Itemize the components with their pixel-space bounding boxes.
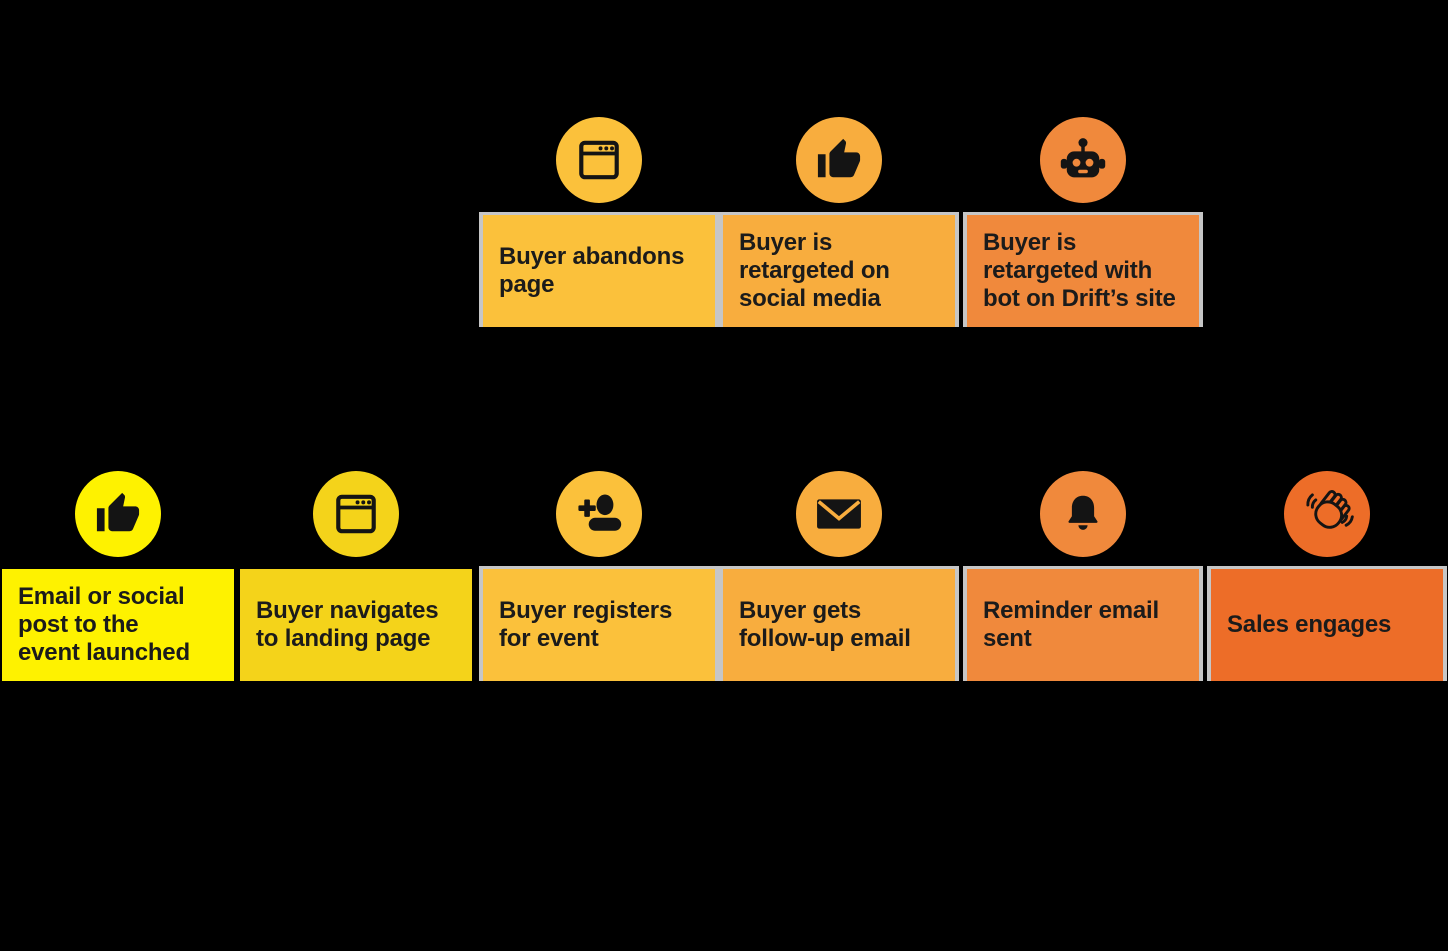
browser-window-icon [336, 494, 376, 534]
step-box: Buyer is retargeted with bot on Drift’s … [967, 215, 1199, 327]
step-box-backing: Buyer gets follow-up email [719, 566, 959, 681]
step-box: Sales engages [1211, 569, 1443, 681]
step-box-backing: Reminder email sent [963, 566, 1203, 681]
step-label: Email or social post to the event launch… [18, 583, 190, 666]
step-sales-engages: Sales engages [1207, 471, 1447, 681]
step-label: Buyer abandons page [499, 243, 685, 298]
person-add-icon [578, 494, 622, 531]
step-icon-badge [1040, 117, 1126, 203]
step-icon-badge [1040, 471, 1126, 557]
step-box: Email or social post to the event launch… [2, 569, 234, 681]
step-box-backing: Buyer is retargeted with bot on Drift’s … [963, 212, 1203, 327]
step-box-backing: Buyer abandons page [479, 212, 719, 327]
thumbs-up-icon [817, 138, 861, 178]
step-box: Reminder email sent [967, 569, 1199, 681]
step-label: Buyer gets follow-up email [739, 597, 911, 652]
step-label: Sales engages [1227, 611, 1392, 638]
step-icon-badge [796, 117, 882, 203]
step-box-backing: Buyer registers for event [479, 566, 719, 681]
step-icon-badge [1284, 471, 1370, 557]
step-icon-badge [556, 471, 642, 557]
step-retargeted-social: Buyer is retargeted on social media [719, 117, 959, 327]
bell-icon [1068, 495, 1098, 530]
step-icon-badge [75, 471, 161, 557]
step-icon-badge [313, 471, 399, 557]
step-retargeted-bot: Buyer is retargeted with bot on Drift’s … [963, 117, 1203, 327]
step-label: Buyer registers for event [499, 597, 673, 652]
step-followup-email: Buyer gets follow-up email [719, 471, 959, 681]
thumbs-up-icon [96, 492, 140, 532]
step-buyer-abandons-page: Buyer abandons page [479, 117, 719, 327]
step-box-backing: Buyer is retargeted on social media [719, 212, 959, 327]
step-icon-badge [556, 117, 642, 203]
waving-hand-icon [1306, 490, 1354, 529]
step-label: Buyer is retargeted on social media [739, 229, 890, 312]
step-label: Buyer is retargeted with bot on Drift’s … [983, 229, 1176, 312]
step-reminder-email: Reminder email sent [963, 471, 1203, 681]
step-label: Reminder email sent [983, 597, 1159, 652]
step-box: Buyer navigates to landing page [240, 569, 472, 681]
step-buyer-navigates: Buyer navigates to landing page [240, 471, 472, 681]
step-box: Buyer registers for event [483, 569, 715, 681]
step-box: Buyer gets follow-up email [723, 569, 955, 681]
step-email-social-post: Email or social post to the event launch… [2, 471, 234, 681]
step-box-backing: Sales engages [1207, 566, 1447, 681]
envelope-icon [817, 499, 861, 529]
step-buyer-registers: Buyer registers for event [479, 471, 719, 681]
robot-icon [1060, 138, 1106, 178]
step-box-backing: Buyer navigates to landing page [240, 569, 472, 681]
step-label: Buyer navigates to landing page [256, 597, 439, 652]
step-icon-badge [796, 471, 882, 557]
step-box-backing: Email or social post to the event launch… [2, 569, 234, 681]
step-box: Buyer is retargeted on social media [723, 215, 955, 327]
browser-window-icon [579, 140, 619, 180]
step-box: Buyer abandons page [483, 215, 715, 327]
